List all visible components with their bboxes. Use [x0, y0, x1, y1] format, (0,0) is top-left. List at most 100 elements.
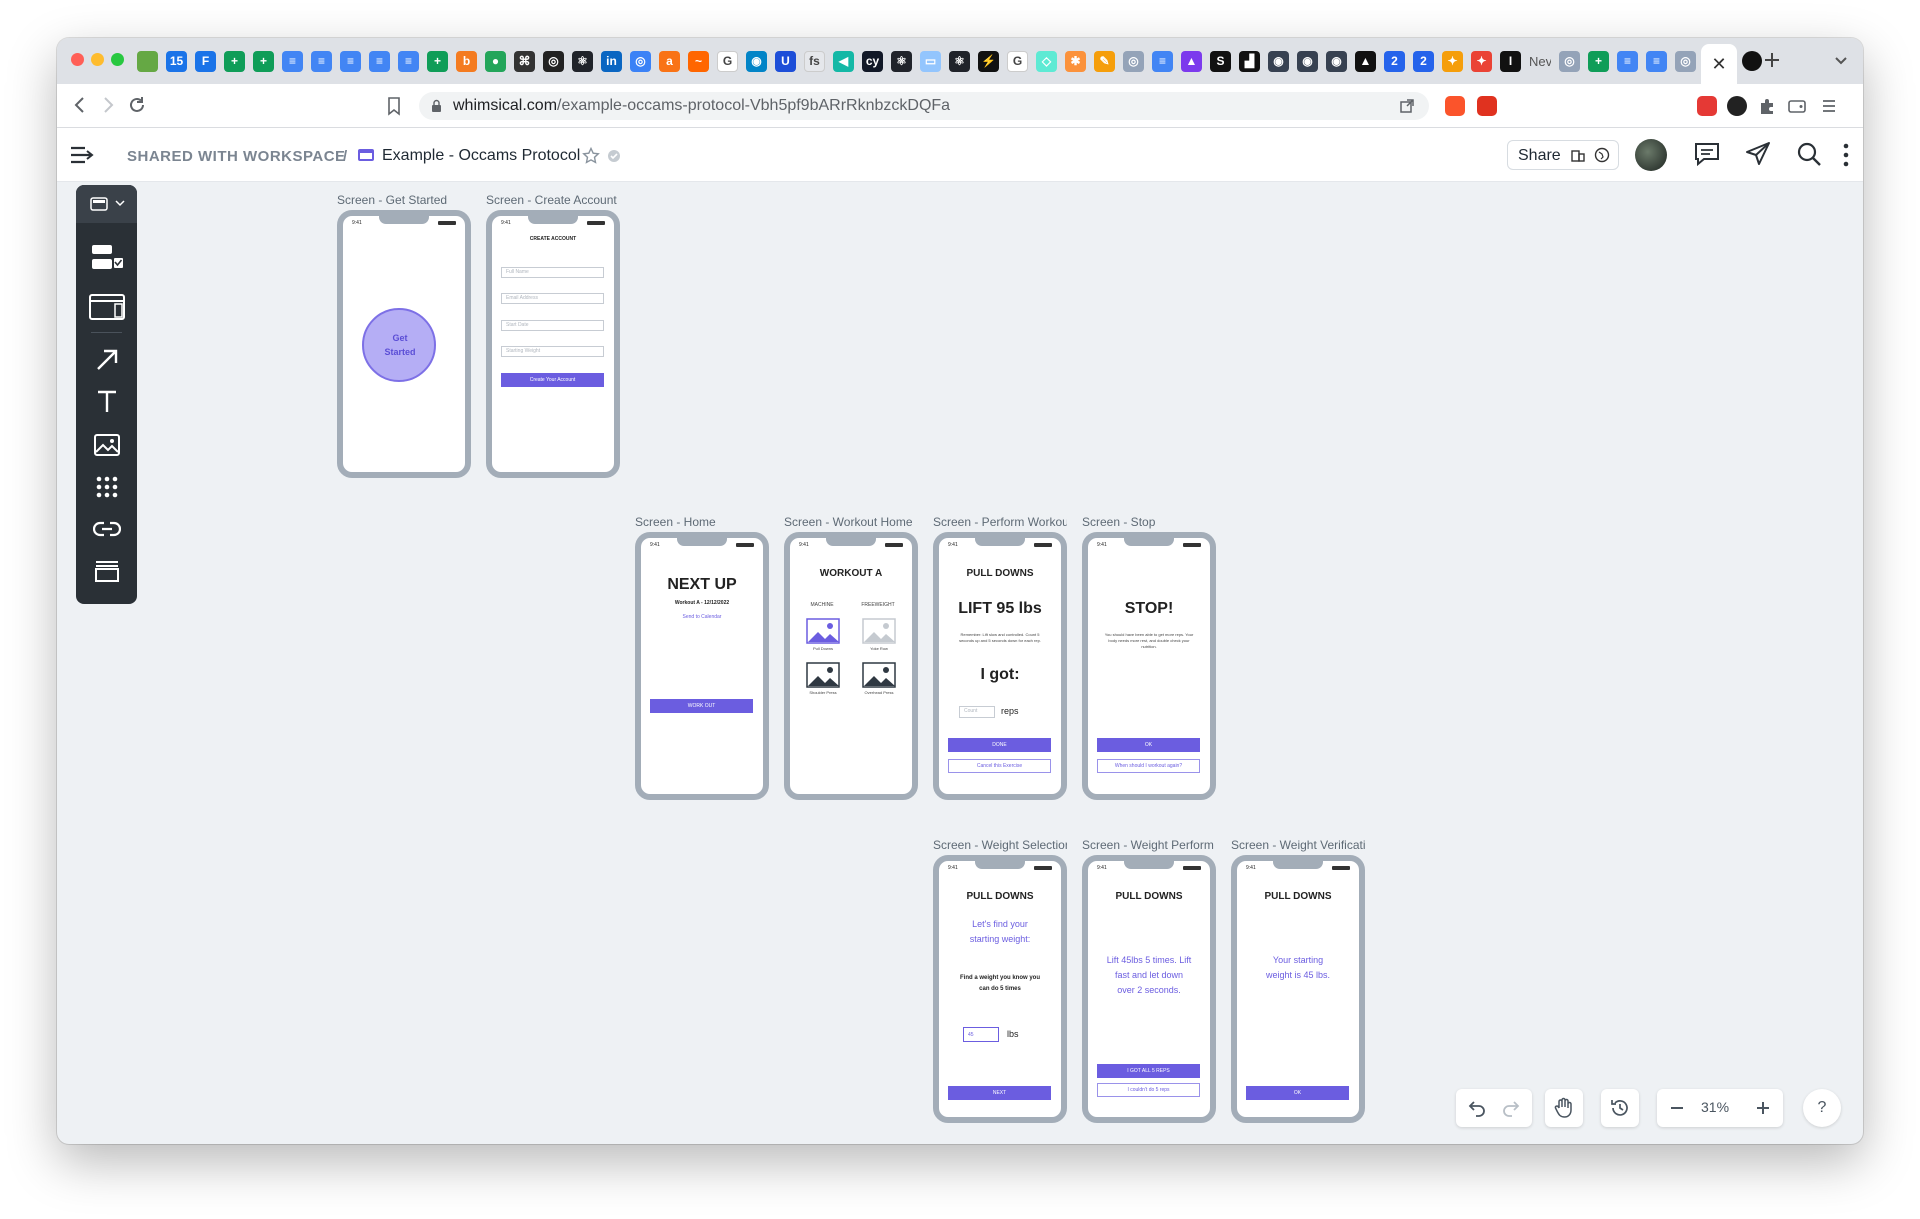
search-icon[interactable]	[1797, 142, 1823, 173]
tab-icon-31[interactable]: G	[1007, 50, 1028, 72]
present-send-icon[interactable]	[1745, 141, 1771, 172]
screen-workout-home[interactable]: Screen - Workout Home 9:41 WORKOUT A MAC…	[784, 515, 918, 800]
yoke-row-image-icon[interactable]	[862, 618, 896, 649]
full-name-field[interactable]: Full Name	[501, 267, 604, 278]
maximize-window-button[interactable]	[111, 53, 124, 66]
version-history-button[interactable]	[1601, 1089, 1639, 1127]
tab-icon-28[interactable]: ▭	[920, 50, 941, 72]
tab-icon-26[interactable]: cy	[862, 50, 883, 72]
redo-icon[interactable]	[1502, 1099, 1520, 1122]
tab-icon-37[interactable]: ▲	[1181, 50, 1202, 72]
zoom-in-icon[interactable]	[1755, 1099, 1771, 1122]
link-tool-icon[interactable]	[89, 511, 125, 547]
tab-icon-27[interactable]: ⚛	[891, 50, 912, 72]
tab-icon-5[interactable]: +	[253, 50, 274, 72]
tab-label-partial[interactable]: Nev	[1529, 53, 1551, 69]
user-avatar[interactable]	[1635, 139, 1667, 171]
extension-wm-icon[interactable]	[1727, 96, 1747, 116]
section-tool-icon[interactable]	[89, 553, 125, 589]
brave-shield-icon[interactable]	[1445, 96, 1465, 116]
pan-hand-button[interactable]	[1545, 1089, 1583, 1127]
icon-grid-tool-icon[interactable]	[89, 469, 125, 505]
overhead-press-image-icon[interactable]	[862, 662, 896, 693]
tab-github-icon[interactable]	[1742, 51, 1762, 71]
tab-icon-10[interactable]: ≡	[398, 50, 419, 72]
tab-icon-21[interactable]: G	[717, 50, 738, 72]
cancel-exercise-button[interactable]: Cancel this Exercise	[948, 759, 1051, 773]
tab-icon-49[interactable]: ◎	[1559, 50, 1580, 72]
tab-icon-29[interactable]: ⚛	[949, 50, 970, 72]
reload-icon[interactable]	[127, 94, 147, 121]
comments-icon[interactable]	[1694, 142, 1720, 171]
breadcrumb-workspace[interactable]: SHARED WITH WORKSPACE	[127, 148, 346, 165]
when-workout-again-button[interactable]: When should I workout again?	[1097, 759, 1200, 773]
tab-icon-18[interactable]: ◎	[630, 50, 651, 72]
screen-weight-verification[interactable]: Screen - Weight Verification 9:41 PULL D…	[1231, 838, 1365, 1123]
tab-icon-17[interactable]: in	[601, 50, 622, 72]
back-icon[interactable]	[71, 94, 89, 121]
tab-icon-13[interactable]: ●	[485, 50, 506, 72]
undo-icon[interactable]	[1468, 1099, 1486, 1122]
tab-icon-40[interactable]: ◉	[1268, 50, 1289, 72]
doc-title[interactable]: Example - Occams Protocol	[382, 147, 581, 164]
bookmark-icon[interactable]	[387, 96, 401, 121]
tab-icon-53[interactable]: ◎	[1675, 50, 1696, 72]
wallet-icon[interactable]	[1787, 96, 1807, 116]
pull-downs-image-icon[interactable]	[806, 618, 840, 649]
next-button[interactable]: NEXT	[948, 1086, 1051, 1100]
tab-icon-7[interactable]: ≡	[311, 50, 332, 72]
tab-icon-8[interactable]: ≡	[340, 50, 361, 72]
extension-red-icon[interactable]	[1697, 96, 1717, 116]
stop-ok-button[interactable]: OK	[1097, 738, 1200, 752]
weight-input[interactable]: 45	[963, 1027, 999, 1042]
tab-icon-51[interactable]: ≡	[1617, 50, 1638, 72]
shoulder-press-image-icon[interactable]	[806, 662, 840, 693]
extensions-puzzle-icon[interactable]	[1757, 96, 1777, 116]
done-button[interactable]: DONE	[948, 738, 1051, 752]
close-window-button[interactable]	[71, 53, 84, 66]
tab-icon-46[interactable]: ✦	[1442, 50, 1463, 72]
text-tool-icon[interactable]	[89, 384, 125, 420]
starting-weight-field[interactable]: Starting Weight	[501, 346, 604, 357]
device-frame-tool-icon[interactable]	[89, 289, 125, 325]
open-external-icon[interactable]	[1399, 98, 1415, 119]
tab-icon-1[interactable]	[137, 50, 158, 72]
tab-icon-16[interactable]: ⚛	[572, 50, 593, 72]
tab-icon-20[interactable]: ~	[688, 50, 709, 72]
tab-icon-23[interactable]: U	[775, 50, 796, 72]
send-to-calendar-link[interactable]: Send to Calendar	[682, 614, 722, 620]
tab-icon-45[interactable]: 2	[1413, 50, 1434, 72]
url-field[interactable]: whimsical.com/example-occams-protocol-Vb…	[419, 92, 1429, 120]
components-tool-icon[interactable]	[89, 240, 125, 276]
tab-icon-2[interactable]: 15	[166, 50, 187, 72]
share-button[interactable]: Share	[1507, 140, 1619, 170]
forward-icon[interactable]	[99, 94, 117, 121]
screen-home[interactable]: Screen - Home 9:41 NEXT UP Workout A - 1…	[635, 515, 769, 800]
zoom-level[interactable]: 31%	[1701, 1099, 1730, 1115]
screen-weight-perform[interactable]: Screen - Weight Perform 9:41 PULL DOWNS …	[1082, 838, 1216, 1123]
tab-icon-25[interactable]: ◀	[833, 50, 854, 72]
tab-icon-3[interactable]: F	[195, 50, 216, 72]
verify-ok-button[interactable]: OK	[1246, 1086, 1349, 1100]
screen-weight-selection[interactable]: Screen - Weight Selection 9:41 PULL DOWN…	[933, 838, 1067, 1123]
email-field[interactable]: Email Address	[501, 293, 604, 304]
get-started-circle-button[interactable]: Get Started	[362, 308, 436, 382]
sidebar-toggle-icon[interactable]	[69, 146, 95, 169]
toolbar-mode-selector[interactable]	[76, 185, 137, 223]
tab-icon-35[interactable]: ◎	[1123, 50, 1144, 72]
brave-rewards-icon[interactable]	[1477, 96, 1497, 116]
tab-icon-30[interactable]: ⚡	[978, 50, 999, 72]
got-all-reps-button[interactable]: I GOT ALL 5 REPS	[1097, 1064, 1200, 1078]
tab-icon-50[interactable]: +	[1588, 50, 1609, 72]
screen-create-account[interactable]: Screen - Create Account 9:41 CREATE ACCO…	[486, 193, 620, 478]
image-tool-icon[interactable]	[89, 427, 125, 463]
rep-count-field[interactable]: Count	[959, 706, 995, 718]
tab-icon-36[interactable]: ≡	[1152, 50, 1173, 72]
zoom-out-icon[interactable]	[1669, 1099, 1685, 1122]
more-menu-icon[interactable]	[1843, 143, 1849, 172]
tab-icon-22[interactable]: ◉	[746, 50, 767, 72]
browser-menu-icon[interactable]	[1819, 96, 1839, 116]
tab-icon-34[interactable]: ✎	[1094, 50, 1115, 72]
minimize-window-button[interactable]	[91, 53, 104, 66]
tab-icon-33[interactable]: ✱	[1065, 50, 1086, 72]
